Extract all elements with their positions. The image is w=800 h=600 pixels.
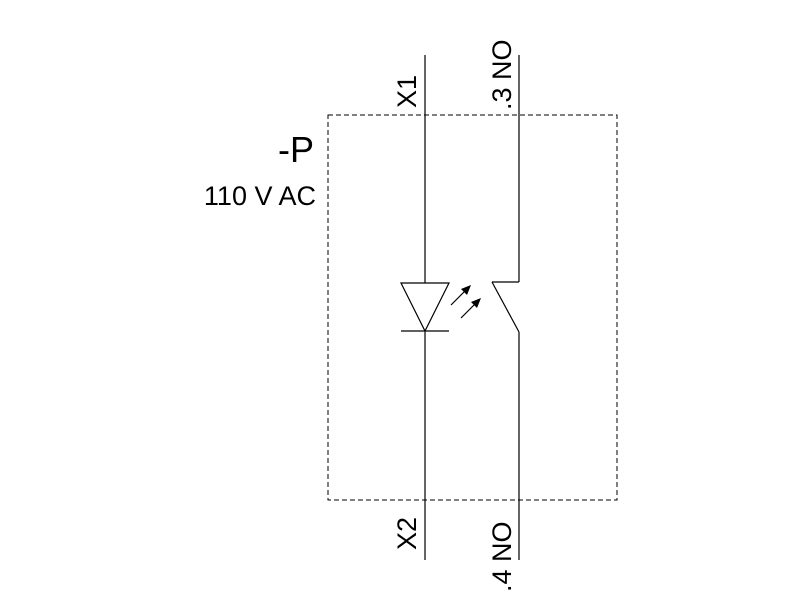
device-designation: -P [278,129,314,170]
normally-open-contact-icon [491,281,520,333]
terminal-label-x1: X1 [392,75,422,108]
light-arrows-icon [450,285,481,319]
terminal-label-4-no: .4 NO [487,521,517,592]
led-icon [400,282,450,333]
terminal-label-3-no: .3 NO [487,39,517,110]
terminal-label-x2: X2 [392,517,422,550]
device-rating: 110 V AC [204,181,316,211]
device-enclosure [327,114,618,501]
